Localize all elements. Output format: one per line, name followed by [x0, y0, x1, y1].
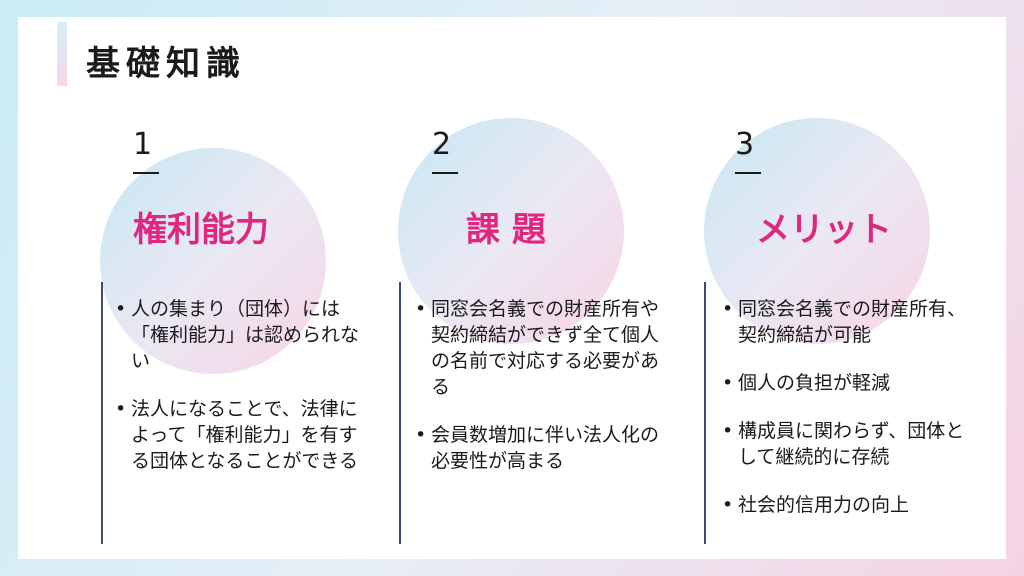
bullet-list: 同窓会名義での財産所有、契約締結が可能 個人の負担が軽減 構成員に関わらず、団体…	[722, 296, 972, 540]
number-underline	[133, 172, 159, 174]
list-item: 法人になることで、法律によって「権利能力」を有する団体となることができる	[115, 396, 365, 474]
column-divider	[101, 282, 103, 544]
list-item: 同窓会名義での財産所有や契約締結ができず全て個人の名前で対応する必要がある	[415, 296, 665, 400]
column-number: 2	[432, 127, 452, 162]
number-underline	[735, 172, 761, 174]
bullet-list: 人の集まり（団体）には「権利能力」は認められない 法人になることで、法律によって…	[115, 296, 365, 496]
list-item: 会員数増加に伴い法人化の必要性が高まる	[415, 422, 665, 474]
column-heading: メリット	[756, 210, 892, 250]
column-heading: 課 題	[466, 210, 546, 250]
list-item: 人の集まり（団体）には「権利能力」は認められない	[115, 296, 365, 374]
column-number: 3	[735, 127, 755, 162]
title-accent-bar	[57, 22, 67, 86]
number-underline	[432, 172, 458, 174]
column-divider	[399, 282, 401, 544]
list-item: 構成員に関わらず、団体として継続的に存続	[722, 418, 972, 470]
list-item: 社会的信用力の向上	[722, 492, 972, 518]
list-item: 個人の負担が軽減	[722, 370, 972, 396]
bullet-list: 同窓会名義での財産所有や契約締結ができず全て個人の名前で対応する必要がある 会員…	[415, 296, 665, 496]
list-item: 同窓会名義での財産所有、契約締結が可能	[722, 296, 972, 348]
column-number: 1	[133, 127, 153, 162]
column-divider	[704, 282, 706, 544]
page-title: 基礎知識	[86, 44, 246, 84]
column-heading: 権利能力	[133, 210, 269, 250]
